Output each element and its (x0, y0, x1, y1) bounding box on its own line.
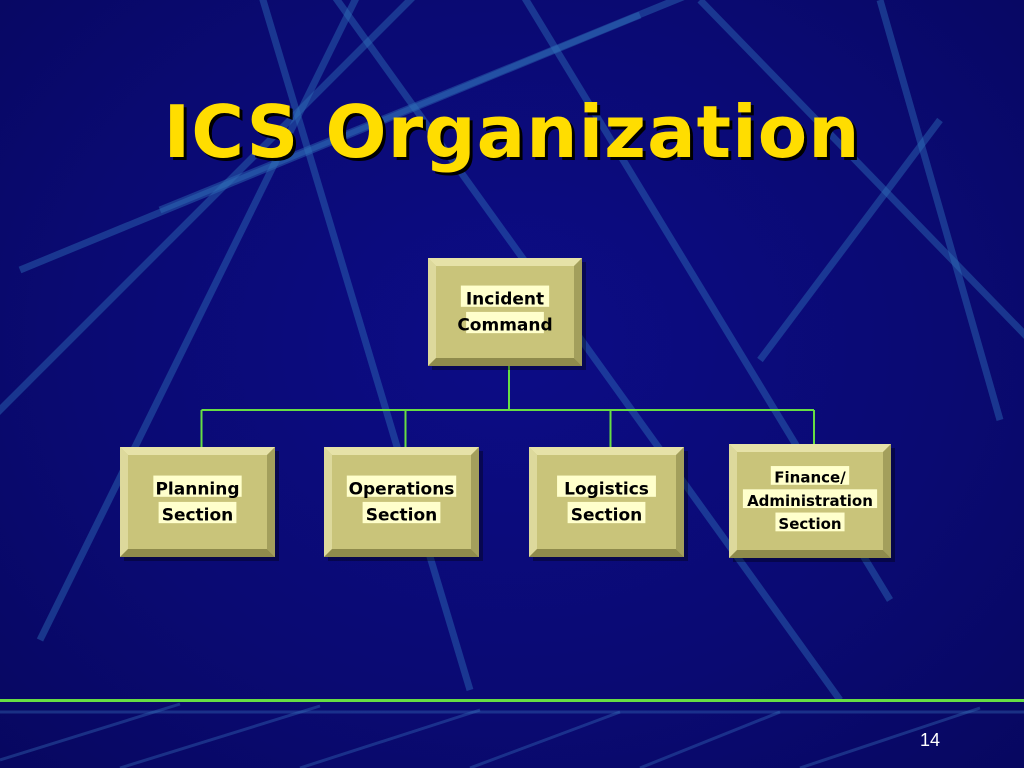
box-bevel-bottom (428, 358, 582, 366)
box-bevel-bottom (324, 549, 479, 557)
box-bevel-right (574, 258, 582, 366)
box-label-line: Section (366, 506, 438, 526)
box-bevel-bottom (120, 549, 275, 557)
label-highlight (466, 311, 544, 334)
box-bevel-right (676, 447, 684, 557)
label-highlight (153, 475, 242, 497)
box-bevel-left (324, 447, 332, 557)
box-label-line: Finance/ (774, 469, 846, 487)
box-bevel-bottom (729, 550, 891, 558)
box-label-line: Logistics (564, 479, 649, 499)
label-highlight (557, 475, 656, 497)
label-highlight (460, 285, 550, 307)
box-bevel-right (883, 444, 891, 558)
box-bevel-left (729, 444, 737, 558)
label-highlight (742, 489, 878, 509)
box-bevel-left (529, 447, 537, 557)
slide-title: ICS Organization (163, 90, 861, 174)
box-bevel-left (428, 258, 436, 366)
box-label-line: Command (457, 316, 552, 336)
box-label-line: Operations (349, 479, 455, 499)
connector-lines (200, 366, 815, 452)
box-label-line: Section (571, 506, 643, 526)
box-bevel-top (729, 444, 891, 452)
box-label-line: Administration (747, 492, 873, 510)
box-label-line: Section (778, 515, 841, 533)
slide-number: 14 (919, 730, 941, 750)
box-bevel-bottom (529, 549, 684, 557)
label-highlight (158, 501, 237, 524)
footer-divider-line (0, 699, 1024, 702)
box-bevel-left (120, 447, 128, 557)
label-highlight (567, 501, 646, 524)
box-bevel-right (267, 447, 275, 557)
box-label-line: Incident (466, 289, 544, 309)
box-bevel-top (428, 258, 582, 266)
label-highlight (346, 475, 457, 497)
box-bevel-top (120, 447, 275, 455)
label-highlight (775, 512, 845, 532)
box-bevel-top (529, 447, 684, 455)
box-bevel-right (471, 447, 479, 557)
box-bevel-top (324, 447, 479, 455)
label-highlight (362, 501, 441, 524)
label-highlight (770, 466, 850, 485)
box-label-line: Planning (155, 479, 239, 499)
box-label-line: Section (162, 506, 234, 526)
